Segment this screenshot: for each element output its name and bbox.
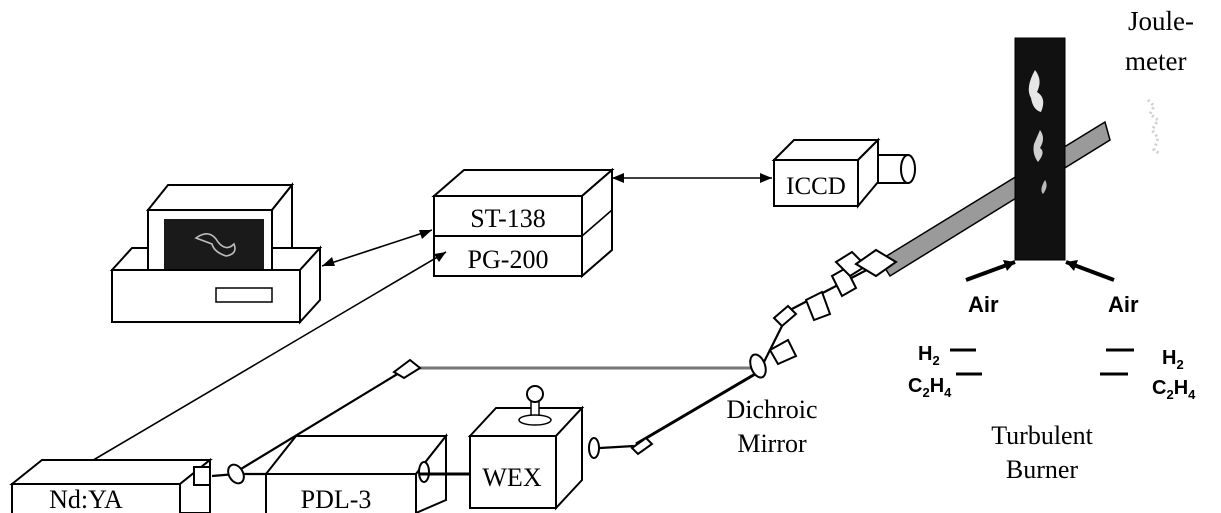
pdl3-dye-laser: PDL-3 bbox=[263, 433, 449, 513]
air-arrowhead-left bbox=[1003, 260, 1015, 271]
iccd-label: ICCD bbox=[786, 173, 846, 200]
iccd-front bbox=[773, 159, 859, 207]
connections bbox=[89, 173, 772, 463]
beam-wex-out bbox=[599, 444, 635, 450]
cylindrical-lens-2 bbox=[830, 266, 858, 298]
flame-column bbox=[1014, 37, 1066, 261]
beam-to-burner bbox=[878, 120, 1111, 278]
wex-port bbox=[588, 437, 600, 459]
joulemeter: Joule- meter bbox=[1125, 6, 1194, 156]
turning-prism bbox=[392, 358, 422, 380]
arrowhead-stack-left bbox=[419, 230, 432, 239]
pdl-port bbox=[418, 461, 430, 483]
beam-splitter-lens bbox=[227, 463, 245, 485]
air-label-right: Air bbox=[1108, 292, 1139, 317]
beam-band bbox=[878, 120, 1111, 278]
laser-front bbox=[11, 483, 181, 513]
trigger-line bbox=[89, 251, 447, 463]
beam-diagonal-up bbox=[235, 369, 405, 473]
sheet-lens bbox=[854, 248, 898, 278]
arrowhead-trigger bbox=[434, 252, 446, 262]
dichroic-label-2: Mirror bbox=[737, 429, 807, 458]
disk-slot bbox=[215, 287, 273, 303]
pdl-front bbox=[265, 473, 417, 513]
periscope-mirror bbox=[772, 304, 798, 328]
wex-knob-top bbox=[526, 385, 544, 403]
c2h4-left: C2H4 bbox=[908, 375, 952, 400]
h2-left: H2 bbox=[918, 343, 940, 368]
joulemeter-speckle bbox=[1146, 98, 1161, 156]
joulemeter-label-1: Joule- bbox=[1128, 6, 1194, 36]
burner-label-1: Turbulent bbox=[991, 421, 1093, 450]
wex-unit: WEX bbox=[467, 385, 600, 511]
air-label-left: Air bbox=[968, 292, 999, 317]
arrowhead-computer bbox=[322, 257, 335, 266]
st138-label: ST-138 bbox=[470, 204, 546, 233]
c2h4-right: C2H4 bbox=[1152, 377, 1196, 402]
wex-output-prism bbox=[630, 436, 654, 456]
optics bbox=[227, 248, 898, 485]
dichroic-mirror bbox=[768, 338, 798, 366]
monitor-top bbox=[145, 184, 295, 211]
h2-right: H2 bbox=[1162, 347, 1184, 372]
beam-to-dichroic bbox=[635, 368, 763, 446]
stack-side-divider bbox=[581, 209, 613, 237]
ndyag-laser: Nd:YA bbox=[9, 457, 213, 513]
st138-front bbox=[433, 195, 583, 237]
iccd-lens-face bbox=[900, 154, 916, 184]
wex-front bbox=[469, 435, 557, 509]
flame-highlight-lower bbox=[1033, 130, 1043, 162]
wex-label: WEX bbox=[482, 463, 541, 492]
wex-knob-base bbox=[518, 414, 552, 426]
laser-output-port bbox=[193, 466, 211, 486]
flame-highlight-upper bbox=[1028, 70, 1044, 112]
dichroic-label-1: Dichroic bbox=[727, 395, 818, 424]
iccd-camera: ICCD bbox=[771, 137, 916, 209]
base-top-left bbox=[109, 247, 149, 271]
joulemeter-label-2: meter bbox=[1125, 46, 1186, 76]
pdl-label: PDL-3 bbox=[301, 485, 372, 513]
monitor-screen bbox=[164, 219, 264, 271]
computer bbox=[109, 182, 323, 325]
flame-highlight-bottom bbox=[1041, 180, 1047, 194]
arrowhead-iccd bbox=[760, 173, 772, 183]
laser-top bbox=[9, 459, 213, 485]
air-arrowhead-right bbox=[1066, 260, 1078, 271]
arrow-computer-stack bbox=[321, 229, 433, 267]
pg200-front bbox=[433, 235, 583, 277]
dichroic-lens bbox=[749, 353, 767, 379]
arrowhead-stack bbox=[612, 173, 624, 183]
controller-stack: ST-138 PG-200 bbox=[431, 167, 615, 279]
pg200-label: PG-200 bbox=[468, 245, 549, 274]
laser-label: Nd:YA bbox=[49, 485, 123, 513]
burner-label-2: Burner bbox=[1006, 455, 1079, 484]
burner-inlets: Air Air H2 C2H4 H2 C2H4 Turbulent Burner bbox=[908, 260, 1196, 484]
screen-image bbox=[194, 233, 236, 257]
cylindrical-lens-1 bbox=[804, 290, 832, 322]
